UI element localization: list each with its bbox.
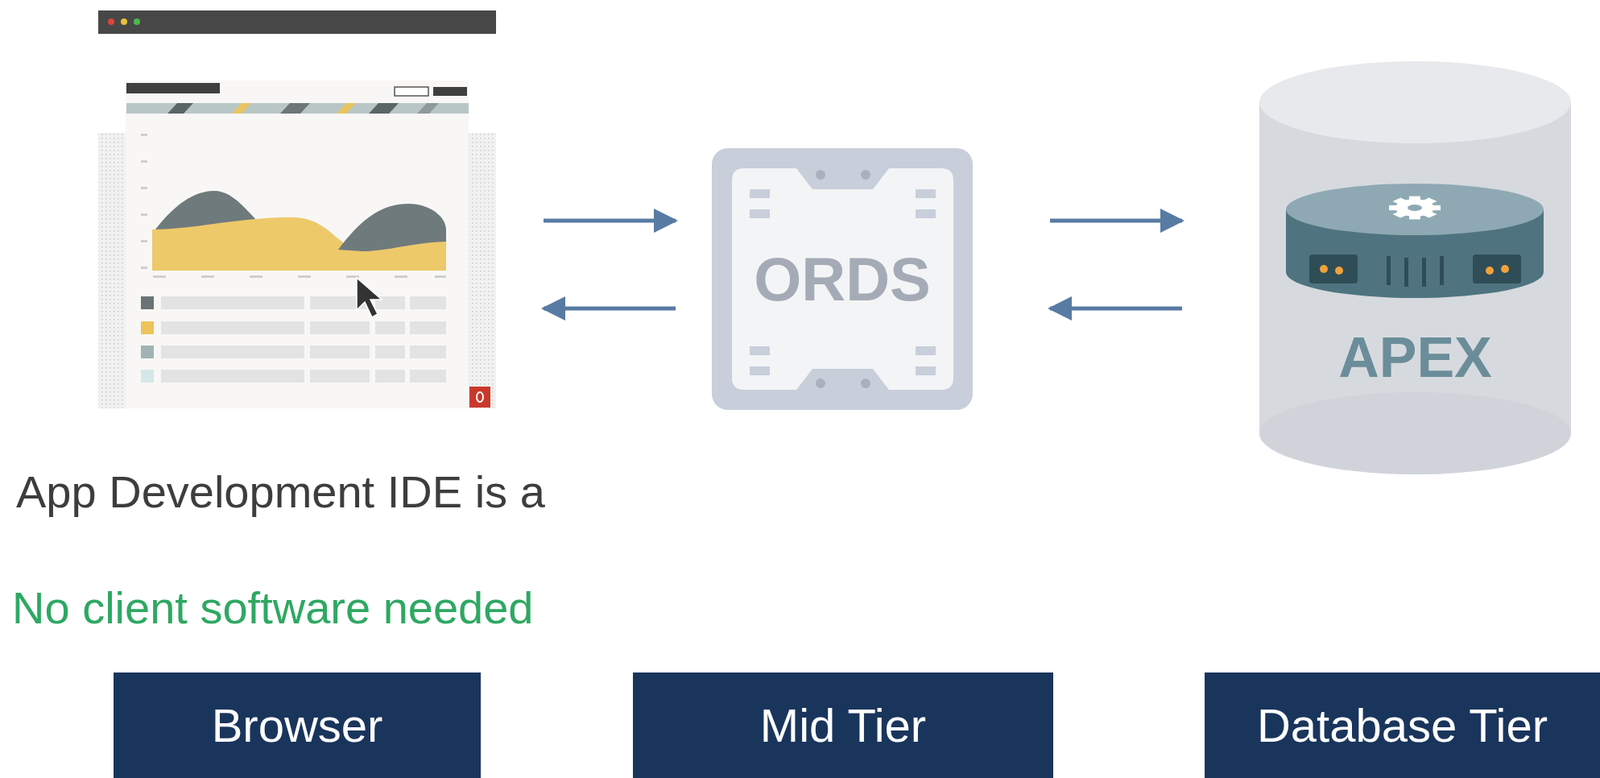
response-arrow [543,306,676,311]
page-header [126,82,220,94]
area-series [338,203,447,252]
page-button [433,86,468,96]
page-button [394,86,429,96]
highlight-note: No client software needed [12,582,534,633]
window-dot [133,18,141,25]
tier-bar: Mid Tier [632,672,1054,778]
tier-label: Browser [211,699,384,752]
tier-label: Database Tier [1256,699,1548,752]
caption-text: App Development IDE is a [16,467,546,517]
banner-stripe [231,103,252,114]
request-arrow [543,219,676,224]
tier-bar: Database Tier [1204,672,1600,778]
banner-stripe [280,103,311,114]
banner-stripe [336,103,356,114]
axis-ticks [140,133,447,278]
banner-stripe [167,103,194,114]
connector-arrow [1050,306,1183,311]
window-bar [98,10,497,34]
banner-stripe [417,103,439,114]
banner-stripe [368,103,399,114]
table-rows [140,296,447,383]
database-cylinder-shape [1259,61,1572,475]
logo-badge [469,386,491,408]
database-cylinder: APEX [1259,61,1572,475]
mouse-cursor [356,277,382,318]
logo-ring [476,392,484,402]
server-chip: ORDS [711,148,973,410]
page-banner [126,103,469,114]
page-sheet [125,80,469,409]
component-label: APEX [1338,326,1493,389]
tier-label: Mid Tier [760,699,927,752]
window-dot [107,18,115,25]
tier-bar: Browser [113,672,481,778]
component-label: ORDS [753,245,931,314]
window-dot [120,18,128,25]
connector-arrow [1050,219,1183,224]
